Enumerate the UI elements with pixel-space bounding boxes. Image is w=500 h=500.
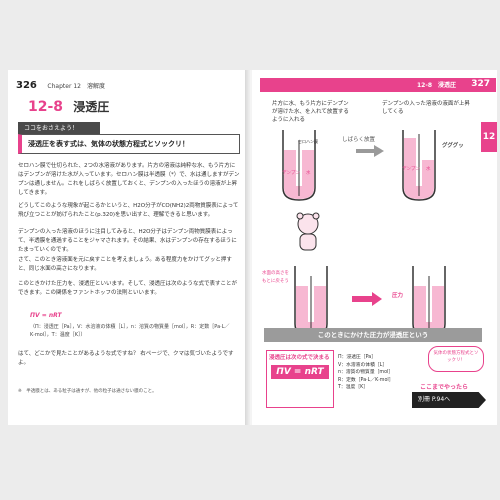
left-page-number: 326 — [16, 80, 37, 91]
chapter-label: Chapter 12 溶解度 — [47, 83, 105, 90]
caption-step2: デンプンの入った溶液の液面が上昇してくる — [382, 101, 470, 115]
bear-character-icon — [296, 212, 320, 251]
pressure-label: 圧力 — [392, 293, 404, 299]
paragraph-2: どうしてこのような現象が起こるかというと、H2O分子がCO(NH2)2両物質膜表… — [18, 203, 239, 218]
formula-definitions: （Π：浸透圧［Pa］，V：水溶液の体積［L］，n：溶質の物質量［mol］，R：定… — [30, 324, 230, 338]
def-pi: Π：浸透圧［Pa］ — [338, 355, 377, 360]
left-page-header: 326 Chapter 12 溶解度 — [16, 80, 105, 91]
osmotic-pressure-band: このときにかけた圧力が浸透圧という — [264, 328, 482, 342]
right-arrow-icon — [356, 145, 384, 157]
tube2-label-water: 水 — [426, 167, 431, 172]
u-tube-after — [402, 130, 436, 201]
bear-speech-bubble: 気体の状態方程式とソックリ！ — [428, 346, 484, 372]
def-n: n：溶質の物質量［mol］ — [338, 370, 394, 375]
def-v: V：水溶液の体積［L］ — [338, 362, 388, 368]
formula-box: 浸透圧は次の式で決まる ΠV = nRT — [266, 350, 334, 408]
formula-box-title: 浸透圧は次の式で決まる — [267, 351, 333, 363]
section-number: 12-8 — [28, 99, 64, 115]
u-tube-before — [282, 130, 316, 201]
tube1-label-starch: デンプン — [282, 171, 300, 176]
wait-label: しばらく放置 — [342, 137, 376, 143]
def-r: R：定数［Pa·L／K·mol］ — [338, 377, 394, 383]
caption-step1: 片方に水、もう片方にデンプンが溶けた水、を入れて放置するように入れる — [272, 101, 349, 123]
chapter-tab: 12 — [481, 122, 497, 152]
footnote: ※ 半透膜とは、ある粒子は通すが、他の粒子は通さない膜のこと。 — [18, 389, 157, 394]
review-label: ここまでやったら — [420, 384, 469, 391]
tube2-label-starch: デンプン — [402, 167, 420, 172]
paragraph-1: セロハン膜で仕切られた、2つの水溶液があります。片方の溶液は純粋な水、もう片方に… — [18, 163, 240, 196]
key-point-box: 浸透圧を表す式は、気体の状態方程式とソックリ！ — [18, 134, 240, 154]
pink-arrow-icon — [352, 292, 382, 306]
right-page: 12-8 浸透圧 327 12 片方に水、もう片方にデンプンが溶けた水、を入れて… — [252, 70, 497, 425]
paragraph-6: はて、どこかで見たことがあるような式ですね？ 右ページで、クマは気づいたようです… — [18, 351, 234, 366]
def-t: T：温度［K］ — [338, 385, 369, 390]
left-page: 326 Chapter 12 溶解度 12-8 浸透圧 ココをおさえよう！ 浸透… — [8, 70, 253, 425]
restore-bubble: 水面の高さをもとに戻そう — [262, 271, 289, 284]
right-page-header-bar: 12-8 浸透圧 327 — [260, 78, 496, 92]
formula: ΠV = nRT — [30, 312, 62, 319]
right-section-label: 12-8 浸透圧 — [416, 82, 456, 89]
formula-box-definitions: Π：浸透圧［Pa］ V：水溶液の体積［L］ n：溶質の物質量［mol］ R：定数… — [338, 354, 394, 392]
push-label: グググッ — [442, 143, 464, 149]
paragraph-5: このときかけた圧力を、浸透圧といいます。そして、浸透圧は次のような式で表すことが… — [18, 280, 240, 298]
formula-box-formula: ΠV = nRT — [271, 365, 329, 379]
paragraph-4: さて、このとき溶液面を元に戻すことを考えましょう。ある程度力をかけてグッと押すと… — [18, 257, 232, 272]
tube1-label-water: 水 — [306, 171, 311, 176]
paragraph-5-text: このときかけた圧力を、浸透圧といいます。そして、浸透圧は次のような式で表すことが… — [18, 281, 238, 296]
right-page-number: 327 — [471, 79, 490, 89]
section-title-text: 浸透圧 — [73, 100, 110, 114]
key-tag: ココをおさえよう！ — [18, 122, 100, 135]
review-link-text: 別冊 P.94へ — [418, 396, 451, 403]
review-link[interactable]: 別冊 P.94へ — [412, 392, 486, 408]
paragraph-3: デンプンの入った溶液のほうに注目してみると、H2O分子はデンプン両物質膜表によっ… — [18, 229, 237, 253]
section-title: 12-8 浸透圧 — [28, 98, 109, 115]
tube1-label-membrane: セロハン膜 — [298, 139, 318, 144]
